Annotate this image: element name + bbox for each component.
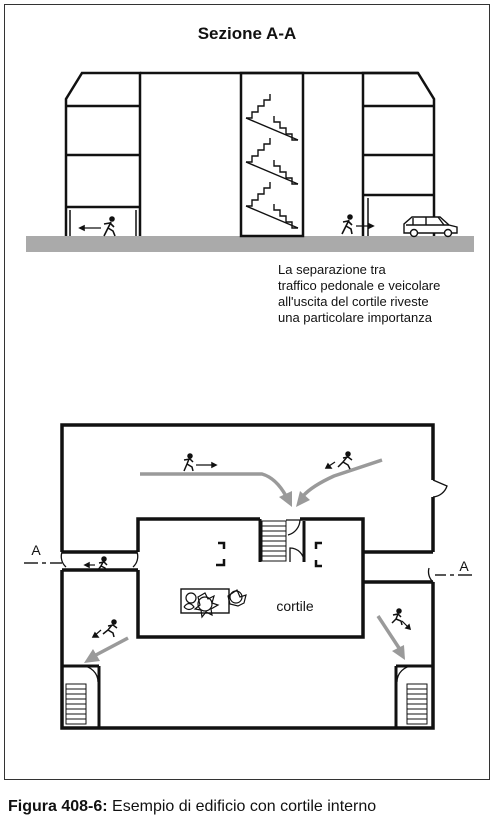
ground-band [26,236,474,252]
left-building-outline [64,71,142,236]
plan-view [24,423,472,730]
section-marker-right: A [459,558,469,574]
caption-prefix: Figura 408-6: [8,798,108,815]
figure-caption: Figura 408-6: Esempio di edificio con co… [8,798,376,816]
section-marker-left: A [31,542,41,558]
pedestrian-icon [391,608,412,631]
pedestrian-icon [83,556,108,571]
pedestrian-icon [341,214,375,235]
stair-core [239,71,305,238]
pedestrian-icon [324,451,353,470]
section-title: Sezione A-A [197,24,297,43]
right-building-outline [361,71,436,236]
courtyard-label: cortile [276,598,314,614]
pedestrian-icon [78,216,116,237]
caption-text: Esempio di edificio con cortile interno [107,798,377,815]
courtyard-wall [136,517,365,639]
figure-frame [4,4,490,780]
outer-wall [60,423,435,552]
car-icon [403,216,458,238]
section-stairs [245,94,299,229]
pedestrian-icon [91,619,118,638]
section-view [26,71,474,252]
flow-arrows [84,458,405,663]
plants-icon [180,588,247,619]
note-text: La separazione tra traffico pedonale e v… [278,262,441,325]
pedestrian-icon [183,453,218,472]
